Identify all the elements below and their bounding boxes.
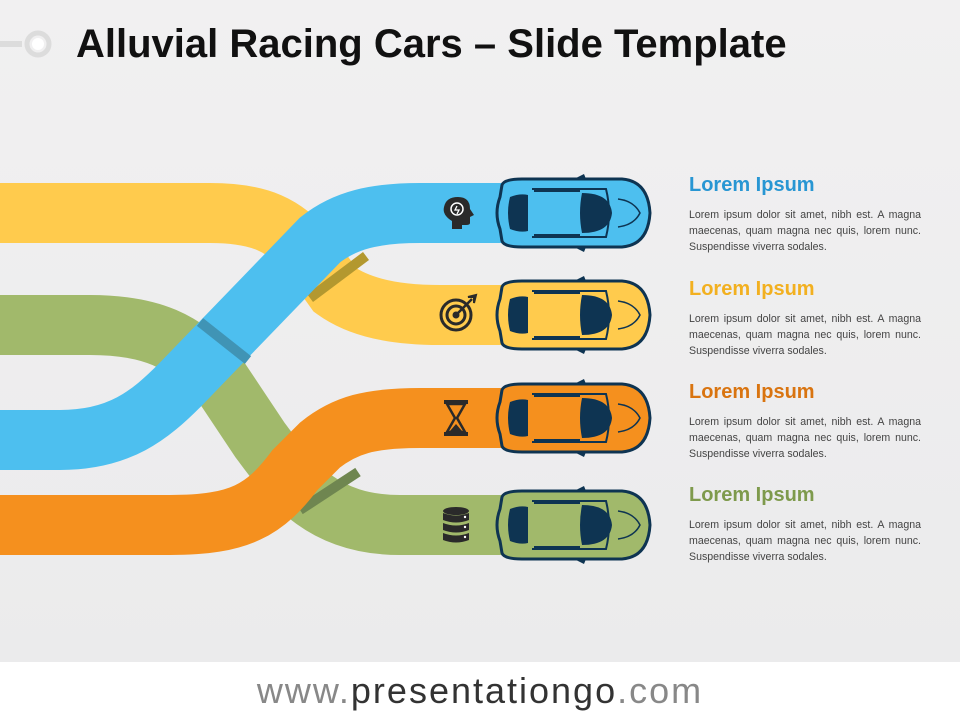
band-green <box>0 295 540 555</box>
car-yellow <box>495 276 652 354</box>
item-heading: Lorem Ipsum <box>689 381 815 403</box>
item-heading: Lorem Ipsum <box>689 484 815 506</box>
footer-brand: presentationgo <box>350 670 618 711</box>
item-body: Lorem ipsum dolor sit amet, nibh est. A … <box>689 416 921 460</box>
band-blue <box>0 183 540 470</box>
band-green-shadow <box>196 318 252 364</box>
title-ring-icon <box>0 30 52 58</box>
footer: www.presentationgo.com <box>0 662 960 720</box>
hourglass-icon <box>444 400 468 436</box>
lightbulb-head-icon <box>443 197 474 229</box>
item-body: Lorem ipsum dolor sit amet, nibh est. A … <box>689 519 921 563</box>
item-4: Lorem Ipsum Lorem ipsum dolor sit amet, … <box>689 483 921 565</box>
item-3: Lorem Ipsum Lorem ipsum dolor sit amet, … <box>689 380 921 462</box>
alluvial-diagram <box>0 174 652 564</box>
car-blue <box>495 174 652 252</box>
car-orange <box>495 379 652 457</box>
slide: Alluvial Racing Cars – Slide Template Lo… <box>0 0 960 662</box>
band-yellow-shadow <box>307 252 369 302</box>
page-title: Alluvial Racing Cars – Slide Template <box>76 22 787 66</box>
footer-prefix: www. <box>256 670 351 711</box>
car-green <box>495 486 652 564</box>
band-green-shadow-2 <box>297 467 361 515</box>
item-2: Lorem Ipsum Lorem ipsum dolor sit amet, … <box>689 277 921 359</box>
item-body: Lorem ipsum dolor sit amet, nibh est. A … <box>689 313 921 357</box>
title-bar: Alluvial Racing Cars – Slide Template <box>0 12 960 76</box>
item-body: Lorem ipsum dolor sit amet, nibh est. A … <box>689 209 921 253</box>
target-icon <box>439 293 478 332</box>
item-heading: Lorem Ipsum <box>689 278 815 300</box>
item-heading: Lorem Ipsum <box>689 174 815 196</box>
band-orange <box>0 388 540 555</box>
database-icon <box>443 507 469 543</box>
footer-suffix: .com <box>617 670 704 711</box>
item-1: Lorem Ipsum Lorem ipsum dolor sit amet, … <box>689 173 921 255</box>
